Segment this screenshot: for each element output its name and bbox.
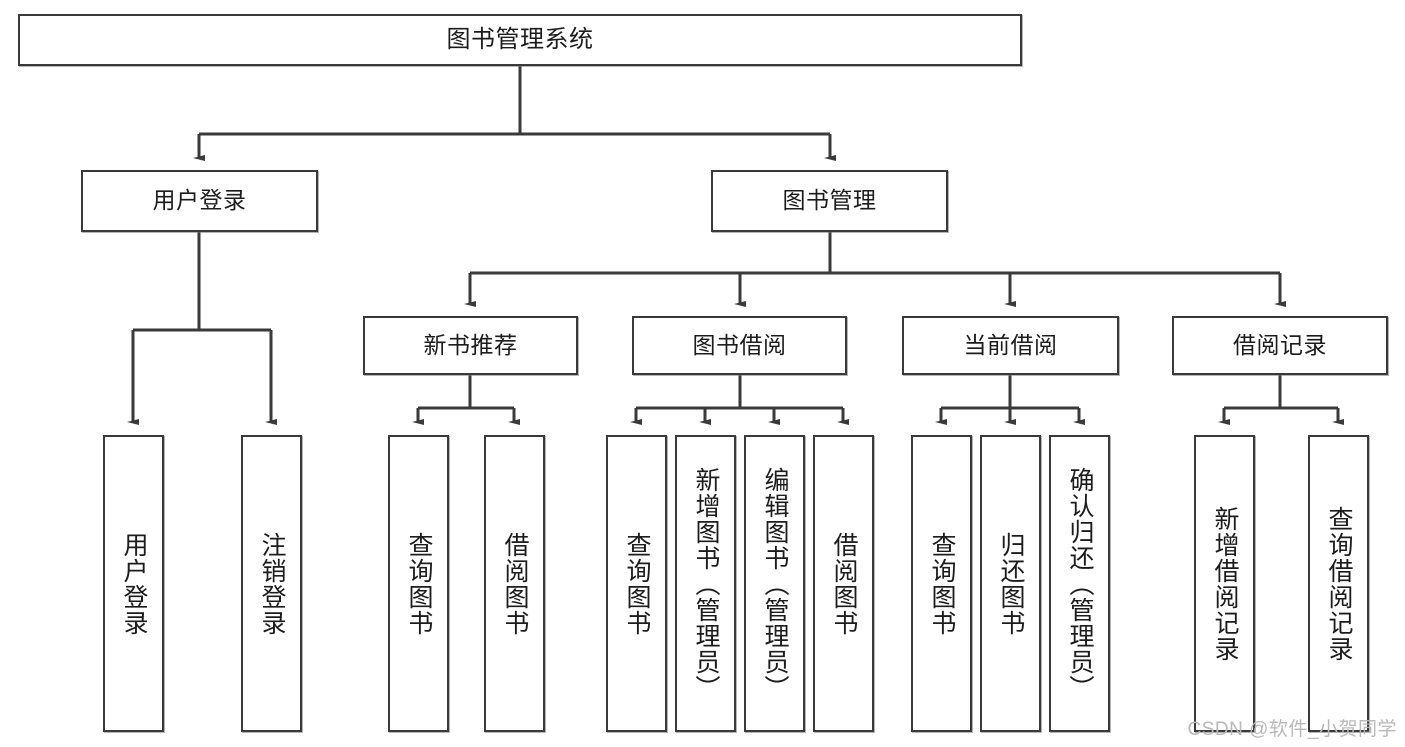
leaf-current-confirm-return[interactable]: 确认归还（管理员） bbox=[1049, 435, 1110, 732]
node-book-borrow[interactable]: 图书借阅 bbox=[632, 316, 847, 375]
node-new-book-recommend[interactable]: 新书推荐 bbox=[363, 316, 578, 375]
node-label: 用户登录 bbox=[120, 531, 148, 636]
node-label: 用户登录 bbox=[152, 187, 247, 214]
node-root-system[interactable]: 图书管理系统 bbox=[18, 14, 1022, 66]
leaf-borrow-query-book[interactable]: 查询图书 bbox=[606, 435, 667, 732]
node-label: 新增借阅记录 bbox=[1211, 505, 1239, 662]
node-label: 确认归还（管理员） bbox=[1066, 466, 1094, 701]
node-label: 新增图书（管理员） bbox=[692, 466, 720, 701]
node-label: 借阅记录 bbox=[1233, 331, 1327, 358]
leaf-user-login-login[interactable]: 用户登录 bbox=[103, 435, 164, 732]
node-label: 图书管理 bbox=[782, 187, 877, 214]
node-label: 查询图书 bbox=[928, 531, 956, 636]
node-label: 编辑图书（管理员） bbox=[761, 466, 789, 701]
leaf-borrow-add-book[interactable]: 新增图书（管理员） bbox=[675, 435, 736, 732]
leaf-current-query-book[interactable]: 查询图书 bbox=[911, 435, 972, 732]
node-label: 查询图书 bbox=[405, 531, 433, 636]
node-book-management[interactable]: 图书管理 bbox=[711, 170, 948, 232]
node-label: 图书管理系统 bbox=[446, 25, 594, 53]
node-label: 当前借阅 bbox=[963, 331, 1058, 358]
leaf-new-book-query[interactable]: 查询图书 bbox=[388, 435, 449, 732]
node-label: 图书借阅 bbox=[692, 331, 787, 358]
node-user-login[interactable]: 用户登录 bbox=[81, 170, 318, 232]
leaf-new-book-borrow[interactable]: 借阅图书 bbox=[484, 435, 545, 732]
leaf-user-login-logout[interactable]: 注销登录 bbox=[241, 435, 302, 732]
leaf-borrow-borrow-book[interactable]: 借阅图书 bbox=[813, 435, 874, 732]
node-borrow-records[interactable]: 借阅记录 bbox=[1172, 316, 1388, 375]
node-label: 新书推荐 bbox=[423, 331, 518, 358]
node-label: 查询图书 bbox=[623, 531, 651, 636]
node-label: 借阅图书 bbox=[501, 531, 529, 636]
csdn-watermark: CSDN @软件_小贺同学 bbox=[1187, 719, 1397, 740]
node-label: 注销登录 bbox=[258, 531, 286, 636]
node-label: 归还图书 bbox=[997, 531, 1025, 636]
leaf-record-query[interactable]: 查询借阅记录 bbox=[1308, 435, 1369, 732]
node-current-borrow[interactable]: 当前借阅 bbox=[902, 316, 1119, 375]
leaf-current-return-book[interactable]: 归还图书 bbox=[980, 435, 1041, 732]
leaf-record-add[interactable]: 新增借阅记录 bbox=[1194, 435, 1255, 732]
leaf-borrow-edit-book[interactable]: 编辑图书（管理员） bbox=[744, 435, 805, 732]
node-label: 借阅图书 bbox=[830, 531, 858, 636]
node-label: 查询借阅记录 bbox=[1325, 505, 1353, 662]
